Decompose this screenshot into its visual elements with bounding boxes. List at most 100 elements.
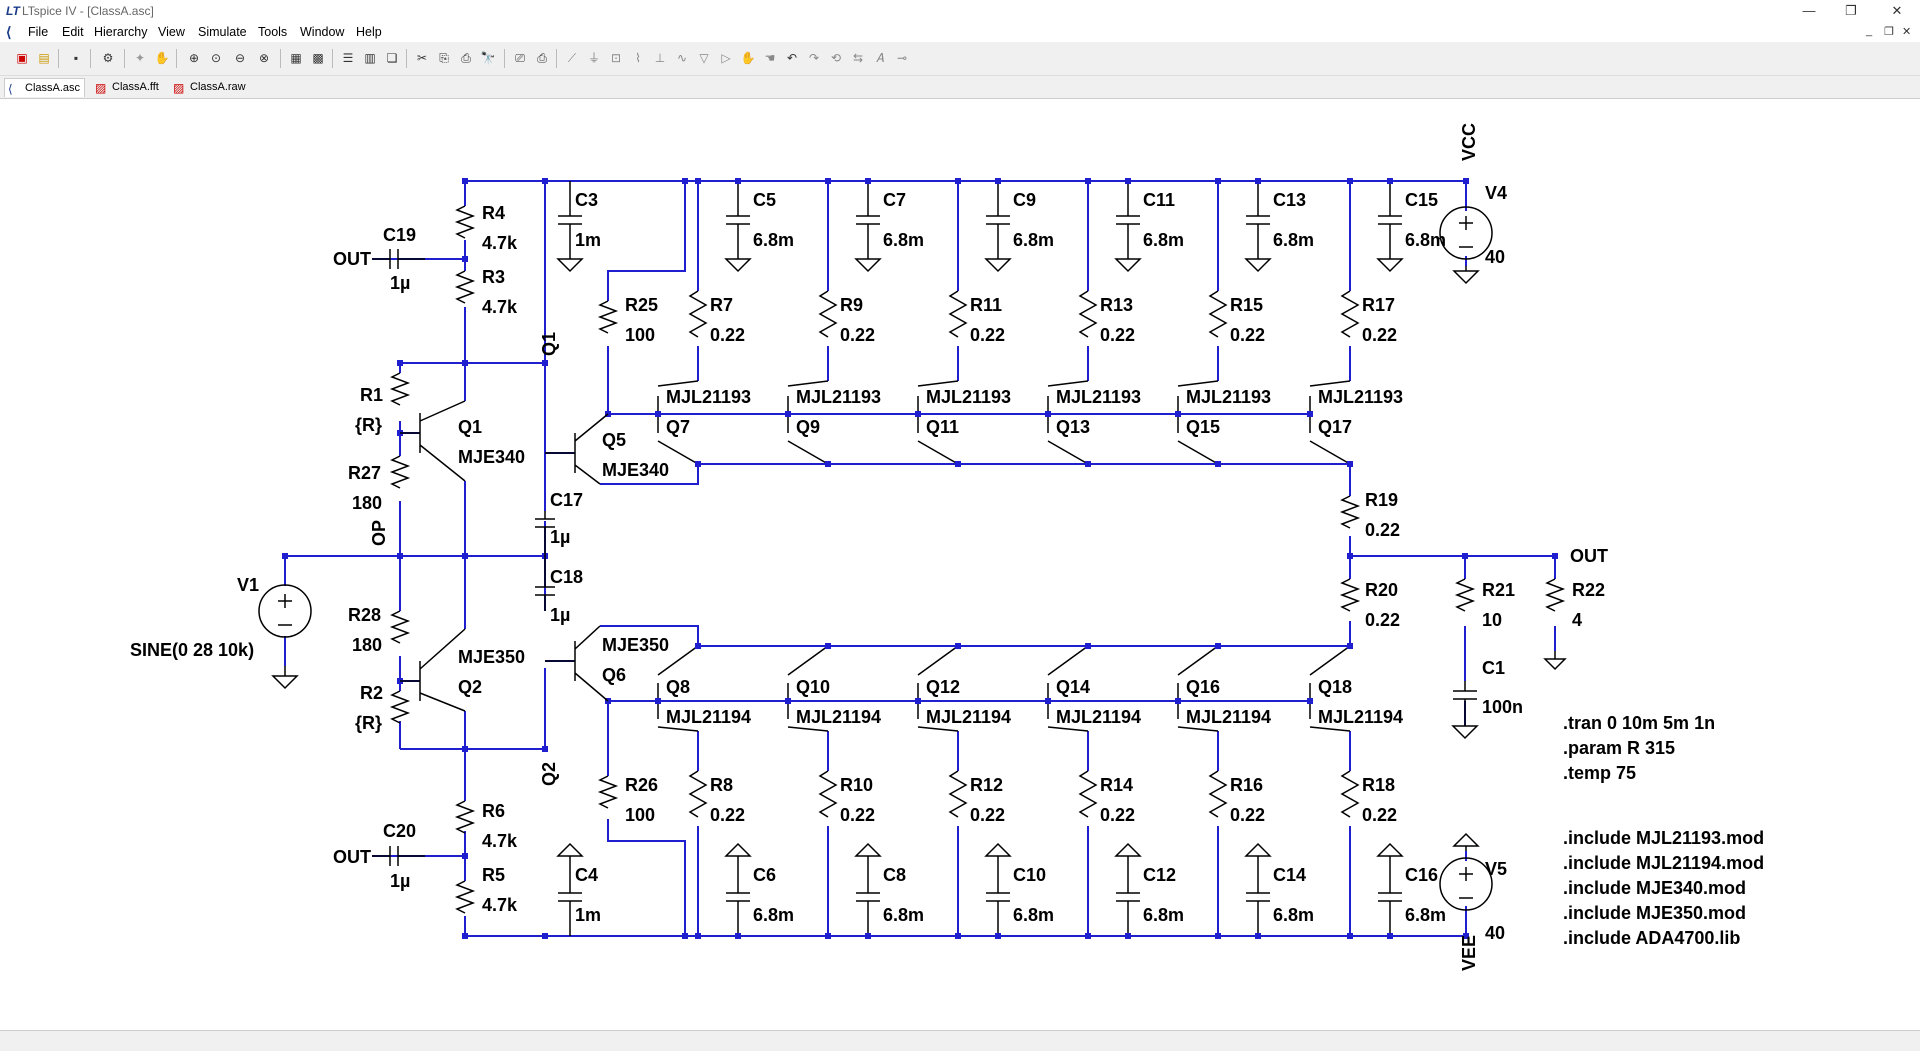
menu-help[interactable]: Help <box>356 25 382 39</box>
spice-directive-line[interactable]: .include MJE340.mod <box>1563 878 1746 898</box>
print-setup-icon[interactable]: ⎚ <box>515 51 525 65</box>
top-transistor-label[interactable]: Q15 <box>1186 417 1220 437</box>
bottom-cap-label[interactable]: C14 <box>1273 865 1306 885</box>
top-resistor-value[interactable]: 0.22 <box>970 325 1005 345</box>
mirror-icon[interactable]: ⇆ <box>852 51 864 65</box>
run-icon[interactable]: ✦ <box>134 51 146 65</box>
top-resistor-label[interactable]: R15 <box>1230 295 1263 315</box>
bottom-transistor-label[interactable]: Q16 <box>1186 677 1220 697</box>
tile-vertical-icon[interactable]: ▥ <box>364 51 376 65</box>
bottom-resistor-symbol[interactable] <box>688 770 708 818</box>
tab-classa-raw[interactable]: ▨ClassA.raw <box>170 78 250 96</box>
bottom-cap-label[interactable]: C6 <box>753 865 776 885</box>
undo-icon[interactable]: ↶ <box>786 51 798 65</box>
bottom-transistor-label[interactable]: Q8 <box>666 677 690 697</box>
save-icon[interactable]: ▪ <box>73 51 79 65</box>
component-icon[interactable]: ▷ <box>721 51 731 65</box>
spice-directive-line[interactable]: .include ADA4700.lib <box>1563 928 1740 948</box>
top-resistor-label[interactable]: R17 <box>1362 295 1395 315</box>
bottom-cap-value[interactable]: 6.8m <box>1273 905 1314 925</box>
mdi-close-icon[interactable]: ✕ <box>1902 26 1912 38</box>
draw-wire-icon[interactable]: ⟋ <box>567 51 577 65</box>
label-net-icon[interactable]: ⊡ <box>610 51 622 65</box>
top-cap-label[interactable]: C13 <box>1273 190 1306 210</box>
top-transistor-label[interactable]: Q7 <box>666 417 690 437</box>
tile-horizontal-icon[interactable]: ☰ <box>342 51 354 65</box>
bottom-cap-value[interactable]: 6.8m <box>1013 905 1054 925</box>
top-transistor-model[interactable]: MJL21193 <box>1318 387 1403 407</box>
spice-directive-line[interactable]: .include MJL21193.mod <box>1563 828 1764 848</box>
zoom-in-icon[interactable]: ⊕ <box>188 51 200 65</box>
find-icon[interactable]: 🔭 <box>480 51 496 65</box>
bottom-transistor-model[interactable]: MJL21194 <box>1318 707 1403 727</box>
top-cap-symbol[interactable] <box>1244 181 1272 273</box>
top-cap-symbol[interactable] <box>1376 181 1404 273</box>
bottom-cap-symbol[interactable] <box>1376 842 1404 936</box>
bottom-resistor-symbol[interactable] <box>1078 770 1098 818</box>
top-cap-value[interactable]: 6.8m <box>1013 230 1054 250</box>
text-icon[interactable]: 𝐴 <box>876 51 884 65</box>
top-transistor-model[interactable]: MJL21193 <box>666 387 751 407</box>
top-transistor-label[interactable]: Q13 <box>1056 417 1090 437</box>
autorange-icon[interactable]: ▦ <box>290 51 302 65</box>
bottom-cap-symbol[interactable] <box>724 842 752 936</box>
top-cap-symbol[interactable] <box>724 181 752 273</box>
top-resistor-symbol[interactable] <box>688 290 708 338</box>
bottom-resistor-symbol[interactable] <box>948 770 968 818</box>
bottom-transistor-model[interactable]: MJL21194 <box>1186 707 1271 727</box>
ground-icon[interactable]: ⏚ <box>587 51 600 65</box>
top-resistor-label[interactable]: R13 <box>1100 295 1133 315</box>
menu-edit[interactable]: Edit <box>62 25 84 39</box>
resistor-icon[interactable]: ⌇ <box>635 51 641 65</box>
bottom-cap-label[interactable]: C16 <box>1405 865 1438 885</box>
bottom-cap-label[interactable]: C8 <box>883 865 906 885</box>
top-cap-label[interactable]: C15 <box>1405 190 1438 210</box>
menu-view[interactable]: View <box>158 25 185 39</box>
inductor-icon[interactable]: ∿ <box>676 51 688 65</box>
minimize-icon[interactable]: — <box>1802 3 1816 18</box>
halt-icon[interactable]: ✋ <box>154 51 170 65</box>
bottom-resistor-symbol[interactable] <box>1208 770 1228 818</box>
move-icon[interactable]: ✋ <box>740 51 756 65</box>
restore-icon[interactable]: ❐ <box>1845 3 1857 18</box>
bottom-cap-value[interactable]: 6.8m <box>1405 905 1446 925</box>
menu-hierarchy[interactable]: Hierarchy <box>94 25 148 39</box>
bottom-resistor-label[interactable]: R8 <box>710 775 733 795</box>
bottom-cap-value[interactable]: 6.8m <box>753 905 794 925</box>
spice-directive-line[interactable]: .param R 315 <box>1563 738 1675 758</box>
rotate-icon[interactable]: ⟲ <box>830 51 842 65</box>
top-cap-value[interactable]: 6.8m <box>1273 230 1314 250</box>
bottom-resistor-label[interactable]: R10 <box>840 775 873 795</box>
top-resistor-value[interactable]: 0.22 <box>1100 325 1135 345</box>
spice-directive-line[interactable]: .temp 75 <box>1563 763 1636 783</box>
bottom-cap-label[interactable]: C10 <box>1013 865 1046 885</box>
top-cap-value[interactable]: 6.8m <box>753 230 794 250</box>
bottom-resistor-value[interactable]: 0.22 <box>710 805 745 825</box>
top-resistor-value[interactable]: 0.22 <box>1362 325 1397 345</box>
mdi-restore-icon[interactable]: ❐ <box>1884 26 1894 38</box>
menu-tools[interactable]: Tools <box>258 25 288 39</box>
top-resistor-label[interactable]: R9 <box>840 295 863 315</box>
menu-simulate[interactable]: Simulate <box>198 25 247 39</box>
bottom-transistor-label[interactable]: Q18 <box>1318 677 1352 697</box>
top-cap-label[interactable]: C9 <box>1013 190 1036 210</box>
top-transistor-label[interactable]: Q17 <box>1318 417 1352 437</box>
bottom-transistor-model[interactable]: MJL21194 <box>666 707 751 727</box>
pan-icon[interactable]: ⊙ <box>210 51 222 65</box>
top-transistor-label[interactable]: Q11 <box>926 417 959 437</box>
capacitor-icon[interactable]: ⊥ <box>654 51 666 65</box>
bottom-resistor-label[interactable]: R18 <box>1362 775 1395 795</box>
bottom-resistor-label[interactable]: R12 <box>970 775 1003 795</box>
bottom-resistor-value[interactable]: 0.22 <box>1100 805 1135 825</box>
open-icon[interactable]: ▤ <box>38 51 50 65</box>
menu-window[interactable]: Window <box>300 25 345 39</box>
bottom-resistor-value[interactable]: 0.22 <box>970 805 1005 825</box>
spice-directive-line[interactable]: .include MJE350.mod <box>1563 903 1746 923</box>
drag-icon[interactable]: ☚ <box>764 51 776 65</box>
top-transistor-model[interactable]: MJL21193 <box>1056 387 1141 407</box>
bottom-resistor-value[interactable]: 0.22 <box>840 805 875 825</box>
bottom-resistor-label[interactable]: R14 <box>1100 775 1133 795</box>
zoom-fit-icon[interactable]: ⊗ <box>258 51 270 65</box>
delete-trace-icon[interactable]: ▩ <box>312 51 324 65</box>
